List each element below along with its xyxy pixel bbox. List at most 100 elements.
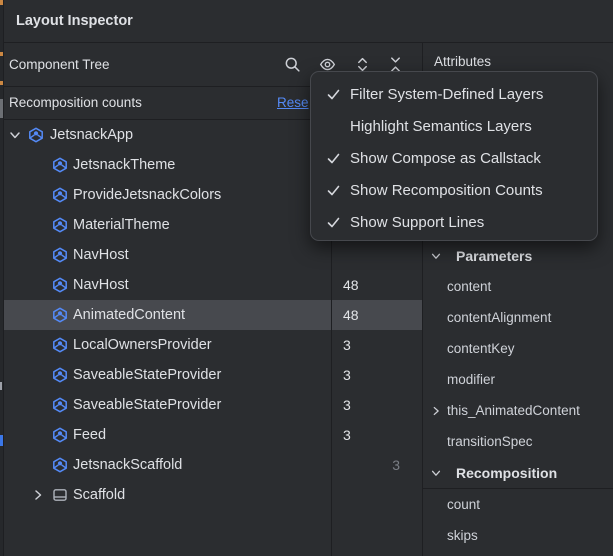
menu-item[interactable]: Show Recomposition Counts — [311, 174, 597, 206]
panel-divider — [422, 43, 423, 556]
menu-item[interactable]: Show Compose as Callstack — [311, 142, 597, 174]
checkmark-icon — [326, 151, 341, 166]
tree-node-label: Feed — [73, 427, 107, 443]
recomposition-count: 3 — [343, 337, 351, 353]
menu-item[interactable]: Filter System-Defined Layers — [311, 78, 597, 110]
composable-icon — [52, 397, 68, 413]
collapse-all-icon[interactable] — [387, 56, 404, 73]
tree-node-label: ProvideJetsnackColors — [73, 187, 222, 203]
tree-row[interactable]: NavHost 48 — [4, 270, 422, 300]
attributes-panel-title: Attributes — [434, 54, 492, 69]
tree-row[interactable]: NavHost — [4, 240, 422, 270]
left-edge-divider — [3, 0, 4, 556]
composable-icon — [52, 217, 68, 233]
composable-icon — [52, 367, 68, 383]
attr-chevron-down-icon[interactable] — [430, 467, 442, 479]
tree-row[interactable]: JetsnackScaffold 3 — [4, 450, 422, 480]
attribute-label: Parameters — [456, 247, 533, 264]
attribute-row[interactable]: contentAlignment — [423, 302, 613, 333]
editor-edge-sliver — [0, 0, 3, 556]
attribute-label: Recomposition — [456, 464, 558, 481]
attributes-list: Parameters content contentAlignment content… — [423, 240, 613, 551]
recomposition-count: 3 — [343, 397, 351, 413]
attributes-panel: Attributes Parameters content contentAlign… — [423, 43, 613, 556]
gutter-mark — [0, 0, 3, 5]
tree-node-label: Scaffold — [73, 487, 126, 503]
component-tree-panel: Component Tree Recomposition counts Rese… — [4, 43, 422, 556]
recomposition-count: 3 — [392, 457, 400, 473]
view-options-eye-icon[interactable] — [319, 56, 336, 73]
menu-item-label: Show Compose as Callstack — [350, 149, 541, 167]
attribute-row[interactable]: count — [423, 489, 613, 520]
composable-icon — [52, 277, 68, 293]
tree-node-label: MaterialTheme — [73, 217, 170, 233]
attribute-label: content — [447, 279, 492, 294]
attribute-row[interactable]: modifier — [423, 364, 613, 395]
gutter-mark — [0, 52, 3, 56]
window-title: Layout Inspector — [16, 13, 133, 29]
attribute-row[interactable]: content — [423, 271, 613, 302]
attribute-section-header[interactable]: Parameters — [423, 240, 613, 271]
attribute-row[interactable]: this_AnimatedContent — [423, 395, 613, 426]
composable-icon — [52, 457, 68, 473]
composable-icon — [28, 127, 44, 143]
tree-row[interactable]: SaveableStateProvider 3 — [4, 360, 422, 390]
tree-chevron-right-icon[interactable] — [31, 488, 45, 502]
tree-node-label: NavHost — [73, 277, 129, 293]
expand-all-icon[interactable] — [354, 56, 371, 73]
attribute-label: skips — [447, 528, 478, 543]
menu-item[interactable]: Highlight Semantics Layers — [311, 110, 597, 142]
attr-chevron-right-icon[interactable] — [430, 405, 442, 417]
composable-icon — [52, 187, 68, 203]
attr-chevron-down-icon[interactable] — [430, 250, 442, 262]
composable-icon — [52, 427, 68, 443]
component-tree-title: Component Tree — [9, 57, 110, 72]
counts-column-divider — [331, 119, 332, 556]
menu-item[interactable]: Show Support Lines — [311, 206, 597, 238]
tree-row[interactable]: JetsnackTheme — [4, 150, 422, 180]
title-bar: Layout Inspector — [0, 0, 613, 43]
search-icon[interactable] — [284, 56, 301, 73]
scaffold-icon — [52, 487, 68, 503]
attribute-section-header[interactable]: Recomposition — [423, 457, 613, 489]
recomposition-count: 3 — [343, 427, 351, 443]
recomposition-counts-label: Recomposition counts — [9, 95, 142, 110]
tree-row[interactable]: Feed 3 — [4, 420, 422, 450]
attribute-label: modifier — [447, 372, 496, 387]
recomposition-count: 3 — [343, 367, 351, 383]
recomposition-count: 48 — [343, 277, 359, 293]
checkmark-icon — [326, 183, 341, 198]
menu-item-label: Filter System-Defined Layers — [350, 85, 544, 103]
tree-row[interactable]: LocalOwnersProvider 3 — [4, 330, 422, 360]
attribute-row[interactable]: skips — [423, 520, 613, 551]
tree-node-label: NavHost — [73, 247, 129, 263]
attribute-row[interactable]: transitionSpec — [423, 426, 613, 457]
menu-item-label: Show Recomposition Counts — [350, 181, 543, 199]
tree-row[interactable]: Scaffold — [4, 480, 422, 510]
checkmark-icon — [326, 215, 341, 230]
tree-node-label: JetsnackTheme — [73, 157, 176, 173]
tree-node-label: LocalOwnersProvider — [73, 337, 212, 353]
composable-icon — [52, 157, 68, 173]
attribute-label: contentAlignment — [447, 310, 552, 325]
tree-row[interactable]: JetsnackApp — [4, 120, 422, 150]
tree-node-label: JetsnackScaffold — [73, 457, 183, 473]
tree-node-label: JetsnackApp — [50, 127, 134, 143]
tree-row[interactable]: ProvideJetsnackColors — [4, 180, 422, 210]
gutter-mark — [0, 99, 3, 118]
component-tree-header: Component Tree — [4, 43, 422, 87]
tree-chevron-down-icon[interactable] — [8, 128, 22, 142]
attribute-label: count — [447, 497, 481, 512]
tree-row[interactable]: MaterialTheme — [4, 210, 422, 240]
menu-item-label: Show Support Lines — [350, 213, 485, 231]
menu-item-label: Highlight Semantics Layers — [350, 117, 532, 135]
attribute-row[interactable]: contentKey — [423, 333, 613, 364]
reset-counts-link[interactable]: Rese — [277, 95, 309, 110]
gutter-mark — [0, 81, 3, 85]
tree-node-label: SaveableStateProvider — [73, 367, 222, 383]
